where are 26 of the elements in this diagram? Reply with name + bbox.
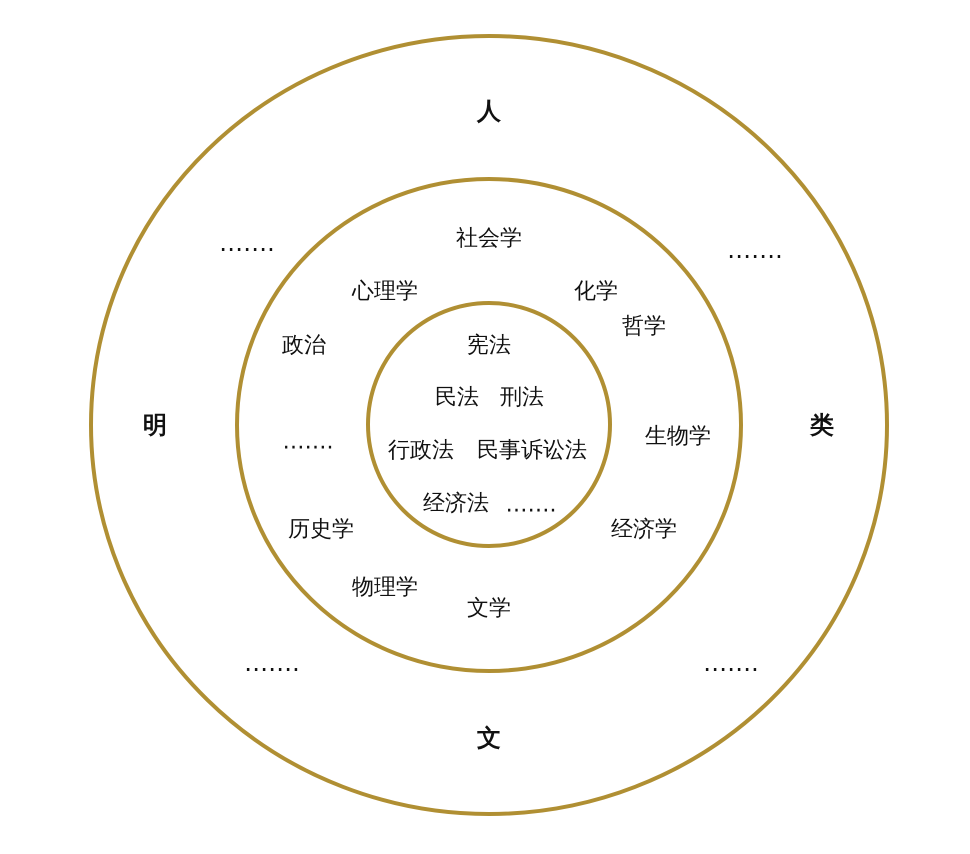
ring-label: …….	[506, 492, 556, 518]
ring-label: …….	[244, 649, 300, 677]
ring-label: 刑法	[500, 384, 544, 412]
ring-label: 经济法	[423, 490, 489, 518]
ring-label: 生物学	[645, 423, 711, 451]
ring-label: …….	[282, 430, 334, 454]
ring-label: 物理学	[352, 574, 418, 602]
ring-label: 宪法	[467, 332, 511, 360]
ring-label: 心理学	[352, 278, 418, 306]
ring-label: 民事诉讼法	[477, 437, 587, 465]
ring-label: 类	[810, 410, 834, 441]
ring-label: 明	[143, 410, 167, 441]
ring-label: 哲学	[622, 313, 666, 341]
ring-label: …….	[219, 229, 275, 257]
ring-label: …….	[703, 649, 759, 677]
ring-label: 社会学	[456, 225, 522, 253]
ring-label: 人	[477, 96, 501, 127]
ring-label: 行政法	[388, 437, 454, 465]
ring-label: 政治	[282, 332, 326, 360]
ring-label: …….	[727, 236, 783, 264]
ring-label: 化学	[574, 278, 618, 306]
ring-label: 文	[477, 723, 501, 754]
ring-label: 历史学	[288, 516, 354, 544]
ring-label: 民法	[435, 384, 479, 412]
ring-label: 文学	[467, 595, 511, 623]
ring-label: 经济学	[611, 516, 677, 544]
